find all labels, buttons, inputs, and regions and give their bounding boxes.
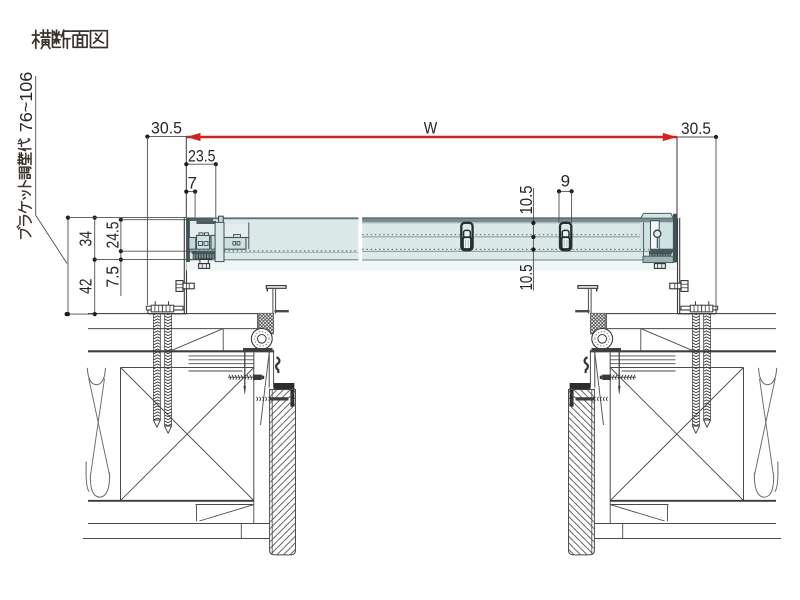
svg-text:30.5: 30.5 [151, 119, 182, 138]
svg-text:7: 7 [188, 173, 197, 192]
svg-text:34: 34 [75, 231, 95, 247]
svg-text:9: 9 [561, 171, 570, 190]
svg-text:23.5: 23.5 [188, 146, 216, 165]
svg-text:10.5: 10.5 [516, 265, 536, 291]
svg-text:10.5: 10.5 [516, 186, 536, 215]
svg-text:7.5: 7.5 [103, 266, 123, 288]
svg-text:W: W [424, 119, 438, 138]
svg-text:42: 42 [75, 279, 95, 295]
svg-text:30.5: 30.5 [681, 119, 711, 138]
svg-text:76~106: 76~106 [16, 72, 36, 133]
svg-text:24.5: 24.5 [103, 222, 123, 249]
